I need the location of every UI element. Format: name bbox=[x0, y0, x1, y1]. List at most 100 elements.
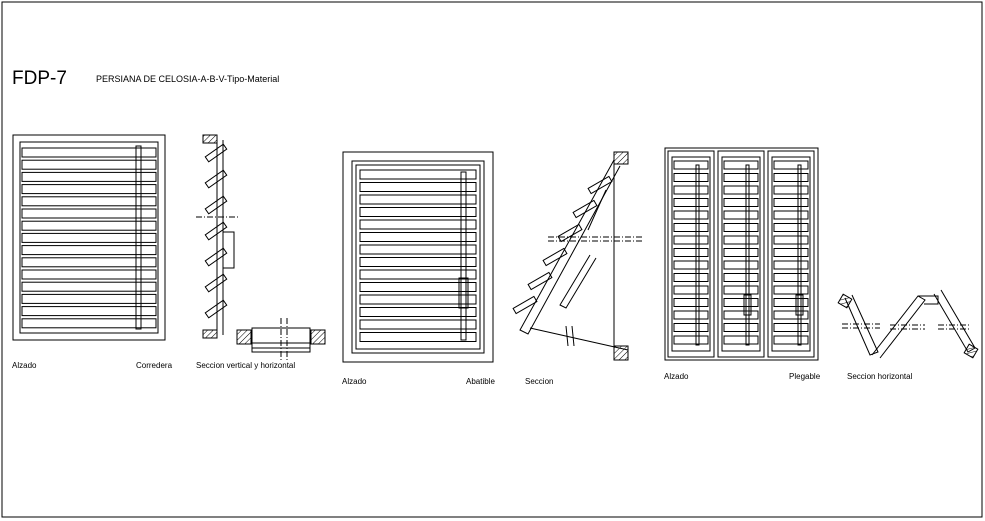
slat bbox=[723, 173, 759, 182]
slat bbox=[673, 198, 709, 207]
section-vertical bbox=[196, 134, 240, 339]
slat bbox=[673, 160, 709, 170]
slat bbox=[673, 248, 709, 257]
slat bbox=[723, 210, 759, 220]
slat bbox=[673, 260, 709, 270]
slat-section bbox=[204, 195, 228, 215]
slat bbox=[773, 248, 809, 257]
slat bbox=[673, 210, 709, 220]
slat bbox=[773, 198, 809, 207]
slat bbox=[773, 185, 809, 195]
slat bbox=[673, 185, 709, 195]
elevation-hinged-shutter bbox=[342, 151, 494, 363]
slat bbox=[773, 235, 809, 245]
slat bbox=[359, 194, 477, 205]
section-horizontal-small bbox=[236, 318, 326, 360]
slat bbox=[673, 323, 709, 332]
slat bbox=[773, 173, 809, 182]
label-seccion-horizontal: Seccion horizontal bbox=[847, 372, 913, 381]
slat bbox=[21, 245, 157, 256]
slat bbox=[359, 307, 477, 317]
slat bbox=[21, 293, 157, 304]
drawing-code: FDP-7 bbox=[12, 68, 67, 89]
slat bbox=[359, 207, 477, 217]
slat bbox=[673, 273, 709, 282]
slat bbox=[359, 232, 477, 242]
slat bbox=[723, 185, 759, 195]
slat bbox=[21, 269, 157, 280]
slat bbox=[673, 235, 709, 245]
slat-section bbox=[204, 273, 228, 293]
slat bbox=[673, 173, 709, 182]
drawing-title: PERSIANA DE CELOSIA-A-B-V-Tipo-Material bbox=[96, 74, 279, 84]
slat bbox=[773, 310, 809, 320]
slat bbox=[723, 223, 759, 232]
slat bbox=[773, 298, 809, 307]
label-plegable: Plegable bbox=[789, 372, 821, 381]
slat bbox=[359, 294, 477, 305]
slat bbox=[359, 169, 477, 180]
slat-section bbox=[572, 199, 598, 219]
slat bbox=[723, 198, 759, 207]
slat-section bbox=[204, 247, 228, 267]
slat bbox=[773, 160, 809, 170]
slat-section bbox=[527, 271, 553, 291]
slat bbox=[21, 196, 157, 207]
slat-section bbox=[204, 169, 228, 189]
slat bbox=[359, 319, 477, 330]
slat bbox=[723, 235, 759, 245]
slat bbox=[723, 260, 759, 270]
slat bbox=[773, 273, 809, 282]
slat bbox=[21, 257, 157, 268]
slat bbox=[21, 208, 157, 219]
slat-section bbox=[512, 295, 538, 315]
label-alzado-3: Alzado bbox=[664, 372, 689, 381]
slat bbox=[359, 269, 477, 280]
slat bbox=[21, 184, 157, 195]
section-projected bbox=[512, 151, 642, 361]
slat bbox=[723, 298, 759, 307]
slat bbox=[21, 220, 157, 231]
slat bbox=[21, 306, 157, 317]
slat bbox=[359, 182, 477, 192]
slat bbox=[723, 310, 759, 320]
label-abatible: Abatible bbox=[466, 377, 495, 386]
slat bbox=[723, 285, 759, 295]
slat bbox=[21, 318, 157, 329]
slat bbox=[359, 257, 477, 267]
slat bbox=[21, 171, 157, 182]
slat bbox=[723, 323, 759, 332]
label-corredera: Corredera bbox=[136, 361, 173, 370]
slat bbox=[21, 147, 157, 158]
label-alzado-2: Alzado bbox=[342, 377, 367, 386]
slat bbox=[773, 323, 809, 332]
slat bbox=[673, 285, 709, 295]
label-seccion: Seccion bbox=[525, 377, 553, 386]
section-horizontal-folding bbox=[837, 289, 979, 359]
slat bbox=[21, 281, 157, 292]
slat bbox=[723, 248, 759, 257]
slat bbox=[723, 160, 759, 170]
slat-section bbox=[204, 221, 228, 241]
slat bbox=[21, 232, 157, 243]
slat bbox=[723, 273, 759, 282]
slat bbox=[21, 159, 157, 170]
slat bbox=[773, 210, 809, 220]
slat-section bbox=[204, 299, 228, 319]
slat bbox=[773, 260, 809, 270]
slat bbox=[673, 298, 709, 307]
label-seccion-vertical-horizontal: Seccion vertical y horizontal bbox=[196, 361, 295, 370]
slat bbox=[359, 282, 477, 292]
slat bbox=[673, 223, 709, 232]
elevation-folding-shutter bbox=[664, 147, 819, 361]
slat bbox=[359, 244, 477, 255]
slat bbox=[723, 335, 759, 345]
slat-section bbox=[557, 223, 583, 243]
slat bbox=[773, 285, 809, 295]
elevation-sliding-shutter bbox=[12, 134, 166, 341]
slat bbox=[673, 310, 709, 320]
slat bbox=[359, 332, 477, 342]
slat bbox=[773, 223, 809, 232]
